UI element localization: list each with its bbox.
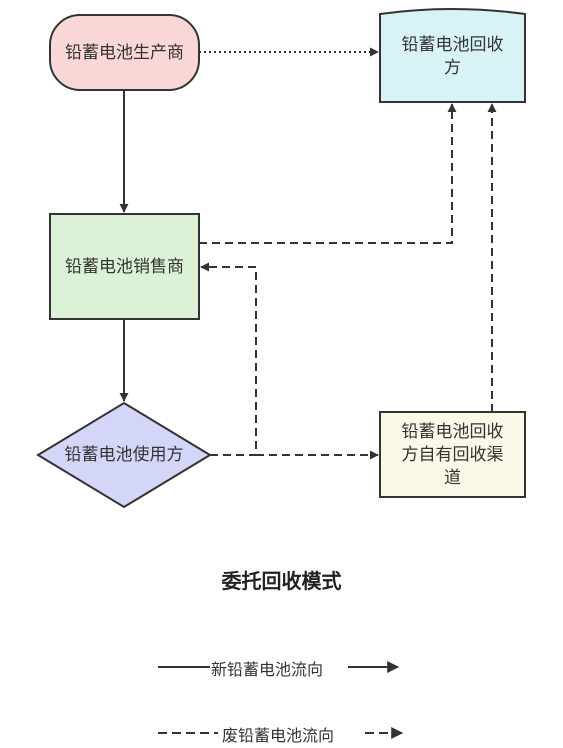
seller-label: 铅蓄电池销售商 <box>58 232 191 302</box>
legend-waste-flow: 废铅蓄电池流向 <box>222 726 335 745</box>
recycler-channel-label: 铅蓄电池回收方自有回收渠道 <box>396 415 509 495</box>
manufacturer-label: 铅蓄电池生产商 <box>58 18 191 88</box>
manufacturer-text: 铅蓄电池生产商 <box>65 42 184 63</box>
legend-new-flow: 新铅蓄电池流向 <box>211 660 324 679</box>
recycler-node <box>379 8 526 103</box>
seller-text: 铅蓄电池销售商 <box>65 256 184 277</box>
recycler-text: 铅蓄电池回收方 <box>401 35 504 78</box>
recycler-channel-node <box>379 411 526 498</box>
recycler-channel-text: 铅蓄电池回收方自有回收渠道 <box>401 421 504 488</box>
user-text: 铅蓄电池使用方 <box>64 444 184 465</box>
diagram-title: 委托回收模式 <box>221 569 342 593</box>
edge-user-to-seller <box>200 262 257 456</box>
recycler-label: 铅蓄电池回收方 <box>400 22 505 92</box>
user-label: 铅蓄电池使用方 <box>42 442 206 468</box>
user-node <box>36 401 212 509</box>
seller-node <box>49 213 200 320</box>
edge-seller-to-recycler <box>199 103 457 244</box>
